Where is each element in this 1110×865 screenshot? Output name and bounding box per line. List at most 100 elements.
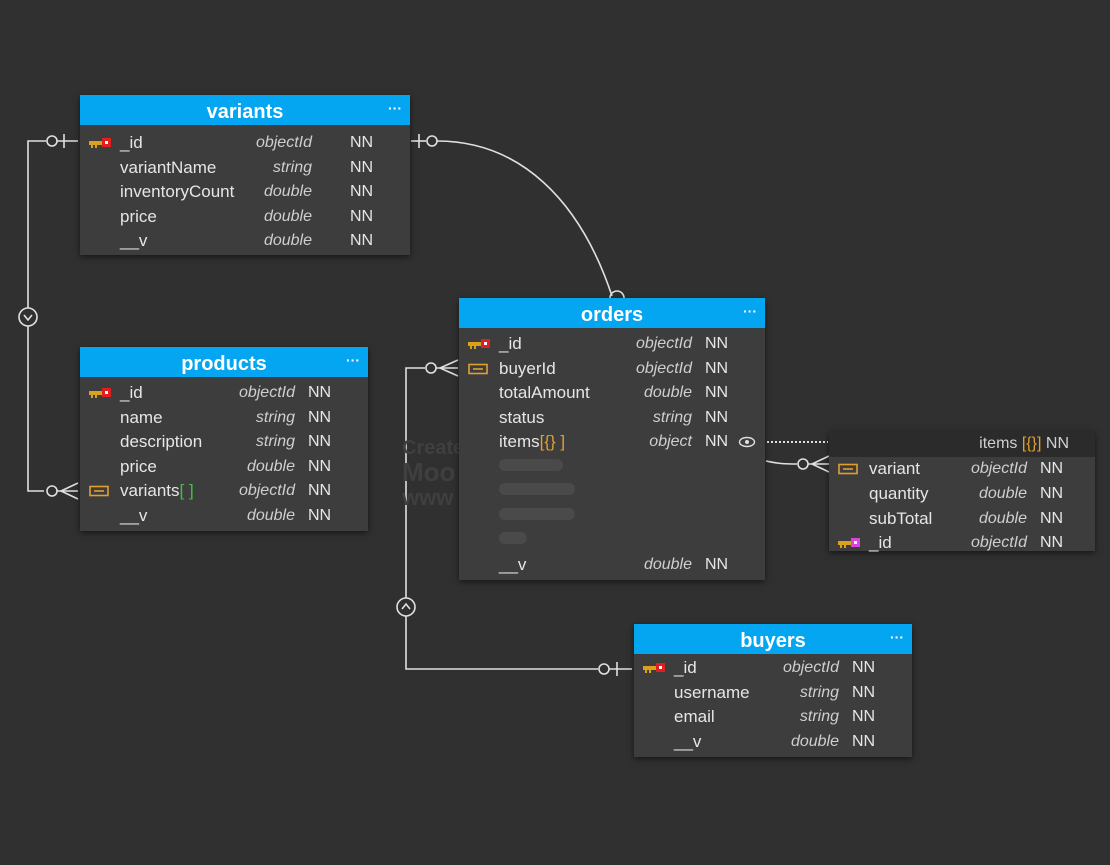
- primary-key-icon: [838, 538, 860, 549]
- field-row-id[interactable]: _id objectId NN: [80, 381, 368, 405]
- field-nn: NN: [1040, 534, 1064, 552]
- field-row-username[interactable]: username string NN: [634, 681, 912, 705]
- primary-key-icon: [468, 339, 490, 349]
- field-nn: NN: [1040, 460, 1064, 477]
- entity-header[interactable]: items [{}] NN: [829, 431, 1095, 457]
- field-name: _id: [120, 133, 143, 152]
- entity-title: variants: [206, 101, 284, 123]
- field-bracket: [{} ]: [539, 432, 566, 452]
- collapse-toggle: [396, 597, 416, 617]
- field-type: objectId: [970, 534, 1027, 552]
- field-nn: NN: [1040, 484, 1064, 502]
- field-type: double: [643, 384, 692, 402]
- field-type: objectId: [255, 134, 312, 151]
- field-name: _id: [120, 383, 143, 402]
- field-nn: NN: [852, 732, 876, 750]
- entity-header[interactable]: products ···: [80, 347, 368, 377]
- entity-title: items: [979, 435, 1018, 452]
- field-nn: NN: [308, 507, 332, 524]
- field-type: string: [799, 683, 839, 701]
- field-name: description: [120, 432, 203, 452]
- field-name: subTotal: [869, 508, 933, 528]
- field-row[interactable]: __v double NN: [459, 553, 765, 577]
- field-nn: NN: [308, 433, 332, 451]
- relation-end-circle: [598, 663, 610, 675]
- entity-title: orders: [580, 304, 644, 326]
- watermark-line: Create: [402, 437, 465, 459]
- field-nn: NN: [852, 683, 876, 701]
- field-name: _id: [674, 658, 697, 677]
- watermark: Create Moo www: [402, 437, 465, 511]
- primary-key-icon: [89, 388, 111, 398]
- field-nn: NN: [350, 232, 374, 249]
- field-nn: NN: [852, 659, 876, 676]
- field-type: objectId: [970, 460, 1027, 477]
- field-type: double: [978, 484, 1027, 502]
- field-name: __v: [120, 506, 148, 525]
- field-type: string: [272, 158, 312, 176]
- field-type: string: [799, 708, 839, 725]
- field-type: double: [263, 183, 312, 200]
- field-nn: NN: [705, 433, 729, 451]
- field-name: quantity: [869, 483, 929, 503]
- entity-header[interactable]: orders ···: [459, 298, 765, 328]
- collapse-toggle: [18, 307, 38, 327]
- field-name: status: [499, 407, 545, 427]
- entity-menu-icon[interactable]: ···: [346, 352, 360, 368]
- entity-menu-icon[interactable]: ···: [890, 629, 904, 645]
- relation-end-circle: [46, 135, 58, 147]
- entity-header[interactable]: variants ···: [80, 95, 410, 125]
- watermark-line: www: [402, 485, 454, 511]
- view-nested-icon[interactable]: [738, 436, 756, 448]
- field-type: double: [643, 556, 692, 573]
- relation-end-circle: [425, 362, 437, 374]
- field-nn: NN: [308, 384, 332, 401]
- relation-end-circle: [46, 485, 58, 497]
- field-row-quantity[interactable]: quantity double NN: [829, 482, 1095, 506]
- field-type: objectId: [782, 659, 839, 676]
- relation-end-circle: [797, 458, 809, 470]
- field-nn: NN: [705, 359, 729, 377]
- field-name: items[{} ]: [499, 432, 566, 452]
- entity-menu-icon[interactable]: ···: [388, 100, 402, 116]
- relation-orders-buyers: [405, 367, 598, 670]
- field-name: username: [674, 682, 750, 702]
- field-name: name: [120, 407, 163, 427]
- field-row-id[interactable]: _id objectId NN: [634, 656, 912, 680]
- field-type: string: [255, 408, 295, 426]
- field-nn: NN: [852, 708, 876, 725]
- field-nn: NN: [350, 158, 374, 176]
- entity-menu-icon[interactable]: ···: [743, 303, 757, 319]
- field-type: objectId: [238, 384, 295, 401]
- entity-header[interactable]: buyers ···: [634, 624, 912, 654]
- field-name: __v: [674, 731, 702, 751]
- relation-items-variant: [765, 460, 798, 465]
- field-nn: NN: [705, 335, 729, 352]
